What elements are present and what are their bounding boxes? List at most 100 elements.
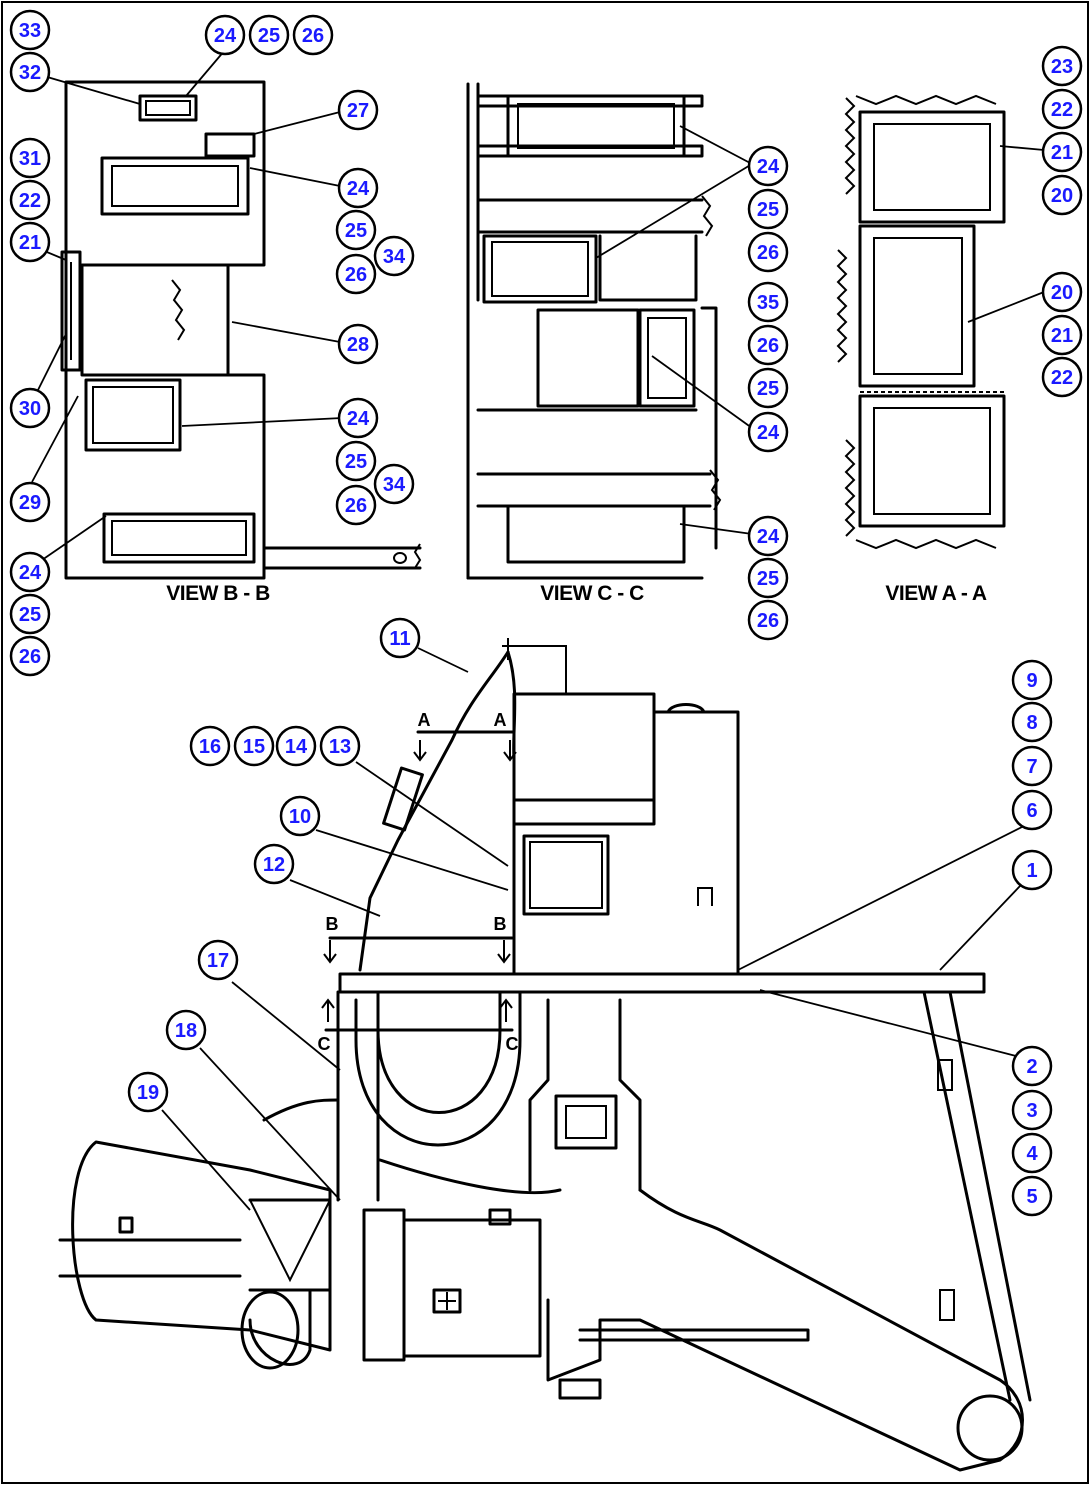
svg-text:21: 21 bbox=[19, 232, 41, 254]
callout-5: 5 bbox=[1011, 1175, 1053, 1217]
callout-24: 24 bbox=[337, 397, 379, 439]
svg-text:35: 35 bbox=[757, 292, 779, 314]
callout-24: 24 bbox=[9, 551, 51, 593]
svg-text:26: 26 bbox=[757, 335, 779, 357]
callout-21: 21 bbox=[1041, 131, 1083, 173]
svg-text:6: 6 bbox=[1026, 800, 1037, 822]
svg-text:24: 24 bbox=[757, 422, 780, 444]
callout-26: 26 bbox=[335, 253, 377, 295]
svg-text:3: 3 bbox=[1026, 1100, 1037, 1122]
svg-text:7: 7 bbox=[1026, 756, 1037, 778]
svg-text:26: 26 bbox=[19, 646, 41, 668]
svg-text:22: 22 bbox=[1051, 99, 1073, 121]
svg-text:24: 24 bbox=[347, 408, 370, 430]
callout-25: 25 bbox=[747, 367, 789, 409]
main-assembly-drawing bbox=[58, 638, 1032, 1472]
section-b-left: B bbox=[326, 914, 339, 934]
callout-33: 33 bbox=[9, 9, 51, 51]
svg-text:26: 26 bbox=[345, 495, 367, 517]
callout-15: 15 bbox=[233, 725, 275, 767]
leader-lines bbox=[29, 49, 1045, 1211]
svg-text:21: 21 bbox=[1051, 142, 1073, 164]
section-a-right: A bbox=[494, 710, 507, 730]
callout-2: 2 bbox=[1011, 1045, 1053, 1087]
callout-11: 11 bbox=[379, 617, 421, 659]
callout-26: 26 bbox=[747, 324, 789, 366]
svg-text:19: 19 bbox=[137, 1082, 159, 1104]
view-aa-label: VIEW A - A bbox=[885, 582, 986, 605]
svg-text:25: 25 bbox=[258, 25, 280, 47]
callout-24: 24 bbox=[747, 145, 789, 187]
svg-text:25: 25 bbox=[757, 378, 779, 400]
callout-24: 24 bbox=[337, 167, 379, 209]
callout-21: 21 bbox=[1041, 314, 1083, 356]
svg-text:24: 24 bbox=[214, 25, 237, 47]
callout-18: 18 bbox=[165, 1009, 207, 1051]
svg-text:24: 24 bbox=[19, 562, 42, 584]
callout-26: 26 bbox=[292, 14, 334, 56]
callout-24: 24 bbox=[747, 515, 789, 557]
callout-13: 13 bbox=[319, 725, 361, 767]
svg-text:20: 20 bbox=[1051, 282, 1073, 304]
svg-text:18: 18 bbox=[175, 1020, 197, 1042]
svg-text:9: 9 bbox=[1026, 670, 1037, 692]
svg-text:10: 10 bbox=[289, 806, 311, 828]
svg-text:24: 24 bbox=[757, 526, 780, 548]
svg-text:11: 11 bbox=[389, 628, 410, 650]
callout-17: 17 bbox=[197, 939, 239, 981]
section-a-left: A bbox=[418, 710, 431, 730]
section-c-right: C bbox=[506, 1034, 519, 1054]
callout-22: 22 bbox=[9, 179, 51, 221]
callout-30: 30 bbox=[9, 387, 51, 429]
svg-text:26: 26 bbox=[757, 242, 779, 264]
callout-20: 20 bbox=[1041, 271, 1083, 313]
svg-text:27: 27 bbox=[347, 100, 369, 122]
svg-text:26: 26 bbox=[302, 25, 324, 47]
view-aa-drawing bbox=[836, 94, 1006, 550]
view-bb-label: VIEW B - B bbox=[166, 582, 270, 605]
callout-28: 28 bbox=[337, 323, 379, 365]
callout-3: 3 bbox=[1011, 1089, 1053, 1131]
callout-26: 26 bbox=[747, 599, 789, 641]
callout-26: 26 bbox=[335, 484, 377, 526]
view-bb-drawing bbox=[60, 80, 422, 580]
callout-31: 31 bbox=[9, 137, 51, 179]
svg-text:24: 24 bbox=[347, 178, 370, 200]
callout-24: 24 bbox=[747, 411, 789, 453]
svg-text:20: 20 bbox=[1051, 185, 1073, 207]
svg-text:22: 22 bbox=[19, 190, 41, 212]
svg-text:14: 14 bbox=[285, 736, 308, 758]
svg-text:28: 28 bbox=[347, 334, 369, 356]
callout-26: 26 bbox=[9, 635, 51, 677]
callout-34: 34 bbox=[373, 235, 415, 277]
svg-text:22: 22 bbox=[1051, 367, 1073, 389]
svg-text:31: 31 bbox=[19, 148, 41, 170]
svg-text:1: 1 bbox=[1026, 860, 1037, 882]
callout-24: 24 bbox=[204, 14, 246, 56]
svg-text:26: 26 bbox=[345, 264, 367, 286]
callout-8: 8 bbox=[1011, 701, 1053, 743]
callout-34: 34 bbox=[373, 463, 415, 505]
svg-text:5: 5 bbox=[1026, 1186, 1037, 1208]
svg-text:2: 2 bbox=[1026, 1056, 1037, 1078]
callout-27: 27 bbox=[337, 89, 379, 131]
svg-text:26: 26 bbox=[757, 610, 779, 632]
section-c-left: C bbox=[318, 1034, 331, 1054]
callout-1: 1 bbox=[1011, 849, 1053, 891]
svg-text:34: 34 bbox=[383, 246, 406, 268]
callout-25: 25 bbox=[335, 209, 377, 251]
callout-25: 25 bbox=[747, 557, 789, 599]
callout-25: 25 bbox=[248, 14, 290, 56]
callout-6: 6 bbox=[1011, 789, 1053, 831]
svg-text:25: 25 bbox=[345, 451, 367, 473]
svg-text:25: 25 bbox=[345, 220, 367, 242]
svg-text:33: 33 bbox=[19, 20, 41, 42]
svg-text:12: 12 bbox=[263, 854, 285, 876]
callout-12: 12 bbox=[253, 843, 295, 885]
svg-text:16: 16 bbox=[199, 736, 221, 758]
callout-22: 22 bbox=[1041, 88, 1083, 130]
callout-22: 22 bbox=[1041, 356, 1083, 398]
